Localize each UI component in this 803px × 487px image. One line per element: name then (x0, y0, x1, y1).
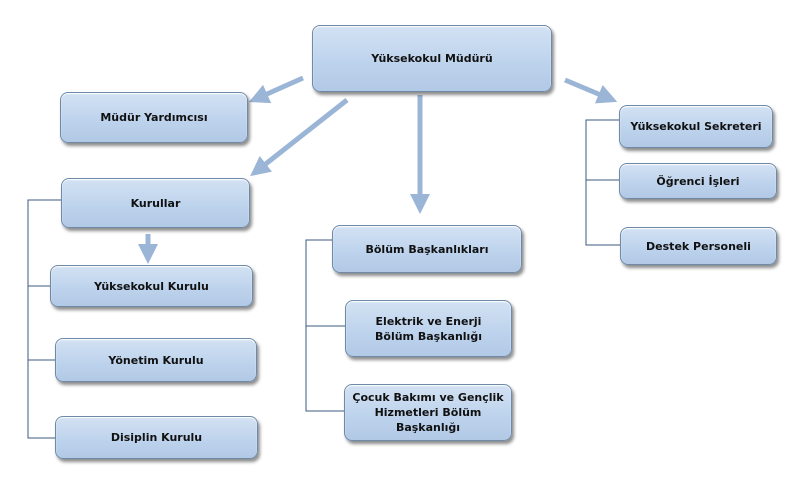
node-kurullar: Kurullar (61, 178, 250, 228)
arrow-to-mudur-yardimcisi (248, 75, 305, 104)
node-mudur-yardimcisi: Müdür Yardımcısı (60, 92, 248, 143)
node-ogrenci-isleri: Öğrenci İşleri (619, 163, 777, 199)
node-disiplin-kurulu: Disiplin Kurulu (55, 416, 258, 459)
node-cocuk: Çocuk Bakımı ve Gençlik Hizmetleri Bölüm… (344, 384, 512, 441)
arrow-to-kurullar (250, 98, 349, 177)
node-sekreter: Yüksekokul Sekreteri (619, 105, 773, 148)
node-yuksekokul-muduru: Yüksekokul Müdürü (312, 25, 552, 92)
node-yuksekokul-kurulu: Yüksekokul Kurulu (50, 265, 253, 307)
node-bolum-baskanliklari: Bölüm Başkanlıkları (332, 225, 522, 273)
arrow-to-sekreter (564, 77, 618, 104)
node-yonetim-kurulu: Yönetim Kurulu (55, 338, 257, 382)
sekreter-bracket (585, 119, 620, 246)
node-elektrik: Elektrik ve Enerji Bölüm Başkanlığı (345, 300, 512, 357)
kurullar-bracket (27, 199, 61, 439)
node-destek-personeli: Destek Personeli (620, 227, 777, 265)
